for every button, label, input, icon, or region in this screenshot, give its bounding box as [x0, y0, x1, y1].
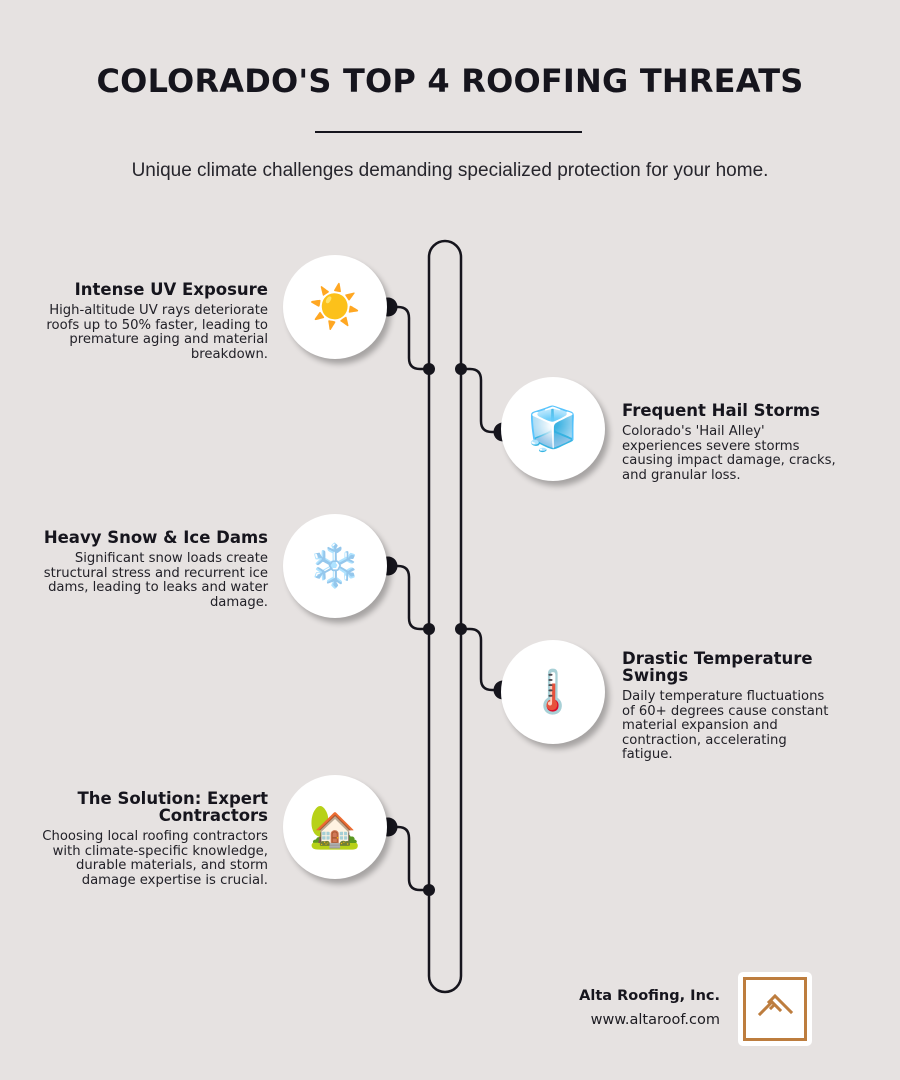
- ice-cube-icon: 🧊: [526, 404, 580, 453]
- house-icon-badge: 🏡: [283, 775, 387, 879]
- threat-temperature-swings: Drastic Temperature Swings Daily tempera…: [622, 650, 837, 763]
- house-with-garden-icon: 🏡: [308, 802, 362, 851]
- threat-title: Intense UV Exposure: [74, 280, 268, 299]
- solution-expert-contractors: The Solution: Expert Contractors Choosin…: [40, 790, 268, 888]
- threat-title: Drastic Temperature Swings: [622, 649, 813, 685]
- snowflake-icon-badge: ❄️: [283, 514, 387, 618]
- company-url[interactable]: www.altaroof.com: [590, 1012, 720, 1028]
- threat-description: High-altitude UV rays deteriorate roofs …: [46, 303, 268, 362]
- thermometer-icon: 🌡️: [526, 667, 580, 716]
- sun-icon: ☀️: [308, 282, 362, 331]
- brand-block: Alta Roofing, Inc. www.altaroof.com: [579, 988, 720, 1028]
- sun-icon-badge: ☀️: [283, 255, 387, 359]
- thermometer-icon-badge: 🌡️: [501, 640, 605, 744]
- company-name: Alta Roofing, Inc.: [579, 988, 720, 1004]
- threat-title: Frequent Hail Storms: [622, 401, 820, 420]
- threat-snow-ice-dams: Heavy Snow & Ice Dams Significant snow l…: [40, 529, 268, 610]
- logo-frame: [743, 977, 807, 1041]
- threat-hail-storms: Frequent Hail Storms Colorado's 'Hail Al…: [622, 402, 840, 483]
- threat-uv-exposure: Intense UV Exposure High-altitude UV ray…: [40, 281, 268, 362]
- threat-description: Significant snow loads create structural…: [43, 551, 268, 610]
- solution-description: Choosing local roofing contractors with …: [42, 829, 268, 888]
- threat-description: Daily temperature fluctuations of 60+ de…: [622, 689, 829, 762]
- solution-title: The Solution: Expert Contractors: [77, 789, 268, 825]
- ice-cube-icon-badge: 🧊: [501, 377, 605, 481]
- page-subtitle: Unique climate challenges demanding spec…: [131, 160, 769, 181]
- roof-peaks-icon: [757, 993, 794, 1017]
- threat-description: Colorado's 'Hail Alley' experiences seve…: [622, 424, 836, 483]
- company-logo: [738, 972, 812, 1046]
- page-title: COLORADO'S TOP 4 ROOFING THREATS: [96, 62, 804, 100]
- threat-title: Heavy Snow & Ice Dams: [43, 528, 268, 547]
- title-divider: [315, 131, 582, 133]
- snowflake-icon: ❄️: [308, 541, 362, 590]
